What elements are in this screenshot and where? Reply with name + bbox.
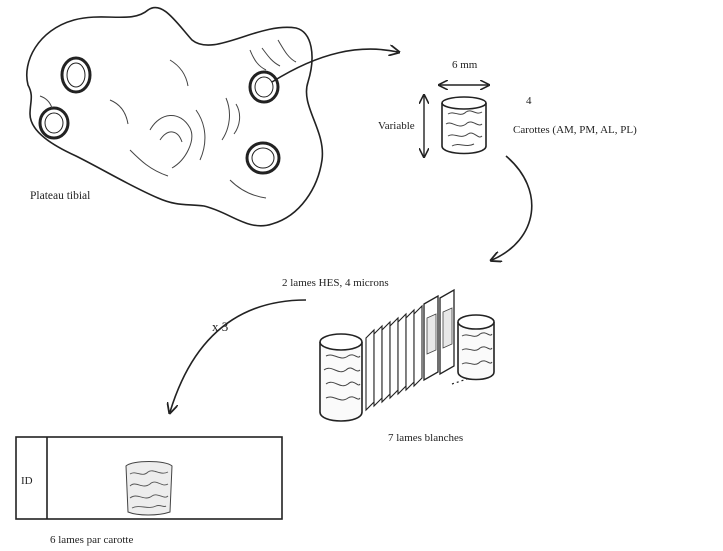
front-block-texture <box>323 354 361 401</box>
sectioned-core: 2 lames HES, 4 microns <box>282 277 495 444</box>
width-label: 6 mm <box>452 59 478 71</box>
blanches-label: 7 lames blanches <box>388 432 463 444</box>
tissue-section <box>125 461 173 516</box>
per-core-label: 6 lames par carotte <box>50 534 133 546</box>
core-sample: 6 mm Variable 4 Carottes (AM, PM, AL, PL… <box>378 59 637 156</box>
carottes-label: Carottes (AM, PM, AL, PL) <box>513 124 637 136</box>
variable-label: Variable <box>378 120 415 132</box>
core-hole <box>248 70 280 104</box>
remaining-block <box>457 322 495 381</box>
hes-slides <box>423 288 455 382</box>
core-top <box>441 96 487 110</box>
hes-label: 2 lames HES, 4 microns <box>282 277 389 289</box>
count-label: 4 <box>526 95 532 107</box>
core-hole <box>245 141 281 175</box>
core-hole <box>38 106 70 140</box>
slide-id-label: ID <box>21 475 33 487</box>
plateau-label: Plateau tibial <box>30 190 90 202</box>
tibial-plateau: Plateau tibial <box>26 6 324 227</box>
remaining-block-texture <box>461 332 493 365</box>
front-block <box>319 342 363 422</box>
plateau-surface-texture <box>39 39 297 199</box>
slide-stack <box>365 304 423 412</box>
core-cylinder <box>441 103 487 155</box>
front-block-top <box>319 333 363 351</box>
remaining-block-top <box>457 314 495 330</box>
arrow-core-to-slicing <box>492 155 533 260</box>
tissue-texture <box>129 470 169 509</box>
arrow-plateau-to-core <box>271 49 398 83</box>
microscope-slide: ID 6 lames par carotte <box>15 436 283 546</box>
plateau-outline <box>26 6 324 227</box>
times-label: x 3 <box>212 319 228 334</box>
arrow-slicing-to-slide <box>170 299 307 412</box>
core-texture <box>445 110 483 147</box>
core-hole <box>60 56 92 94</box>
